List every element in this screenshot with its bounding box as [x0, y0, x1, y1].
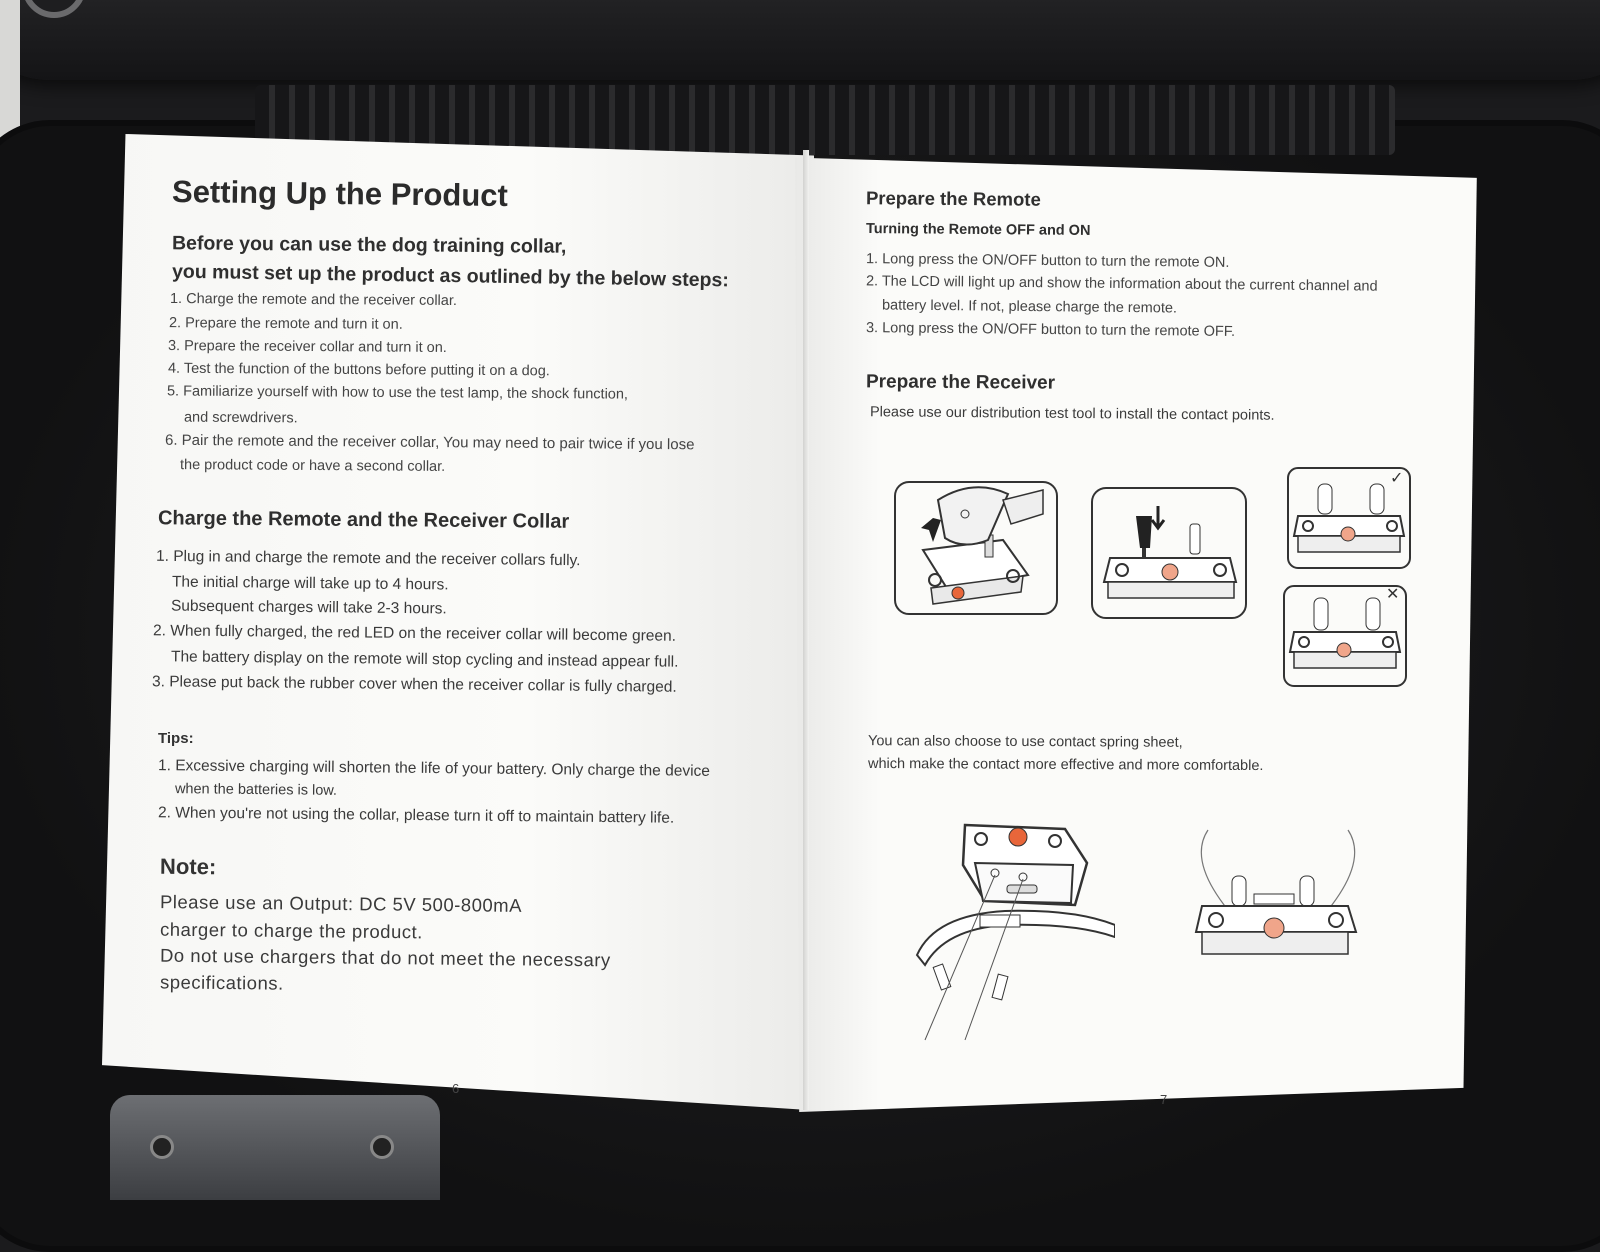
screwdriver-figure: [1090, 486, 1250, 622]
correct-contact-figure: ✓: [1286, 466, 1414, 572]
setup-step: the product code or have a second collar…: [179, 457, 446, 475]
section-subheading: Turning the Remote OFF and ON: [865, 221, 1091, 239]
collar-strap-clip: [110, 1095, 440, 1200]
tip-line: when the batteries is low.: [174, 781, 338, 799]
case-wall: [0, 0, 20, 160]
cross-mark-icon: ✕: [1386, 586, 1400, 603]
screw-icon: [22, 0, 86, 18]
setup-step: 5. Familiarize yourself with how to use …: [166, 383, 629, 403]
page-number: 7: [1160, 1092, 1168, 1107]
case-lid: [0, 0, 1600, 80]
section-heading: Prepare the Receiver: [865, 371, 1056, 394]
case-hinge: [255, 85, 1395, 155]
manual-page-left: [102, 134, 814, 1110]
setup-step: 4. Test the function of the buttons befo…: [167, 360, 550, 380]
spring-line: You can also choose to use contact sprin…: [867, 733, 1183, 751]
rivet-icon: [150, 1135, 174, 1159]
tips-label: Tips:: [158, 730, 194, 747]
remote-line: battery level. If not, please charge the…: [881, 297, 1178, 317]
incorrect-contact-figure: ✕: [1282, 584, 1410, 690]
spring-line: which make the contact more effective an…: [867, 755, 1264, 775]
booklet-spine: [803, 150, 809, 1110]
setup-step: 2. Prepare the remote and turn it on.: [168, 315, 403, 333]
setup-step: 1. Charge the remote and the receiver co…: [169, 290, 457, 310]
page-title: Setting Up the Product: [171, 173, 509, 214]
check-mark-icon: ✓: [1390, 470, 1404, 487]
note-line: Please use an Output: DC 5V 500-800mA: [159, 891, 523, 916]
charge-line: The initial charge will take up to 4 hou…: [171, 573, 449, 594]
section-heading: Prepare the Remote: [865, 187, 1041, 210]
rivet-icon: [370, 1135, 394, 1159]
setup-step: and screwdrivers.: [183, 409, 298, 427]
collar-strap-figure: [915, 815, 1115, 1045]
note-line: Do not use chargers that do not meet the…: [159, 944, 611, 971]
setup-step: 3. Prepare the receiver collar and turn …: [167, 338, 447, 356]
charge-line: Subsequent charges will take 2-3 hours.: [170, 597, 447, 618]
spring-sheet-figure: [1188, 820, 1368, 980]
section-heading: Charge the Remote and the Receiver Colla…: [157, 507, 570, 533]
install-tool-figure: [893, 480, 1063, 620]
note-line: specifications.: [159, 971, 284, 994]
page-number: 6: [452, 1081, 460, 1096]
note-line: charger to charge the product.: [159, 918, 423, 943]
note-label: Note:: [159, 853, 217, 880]
intro-line: Before you can use the dog training coll…: [171, 232, 567, 258]
